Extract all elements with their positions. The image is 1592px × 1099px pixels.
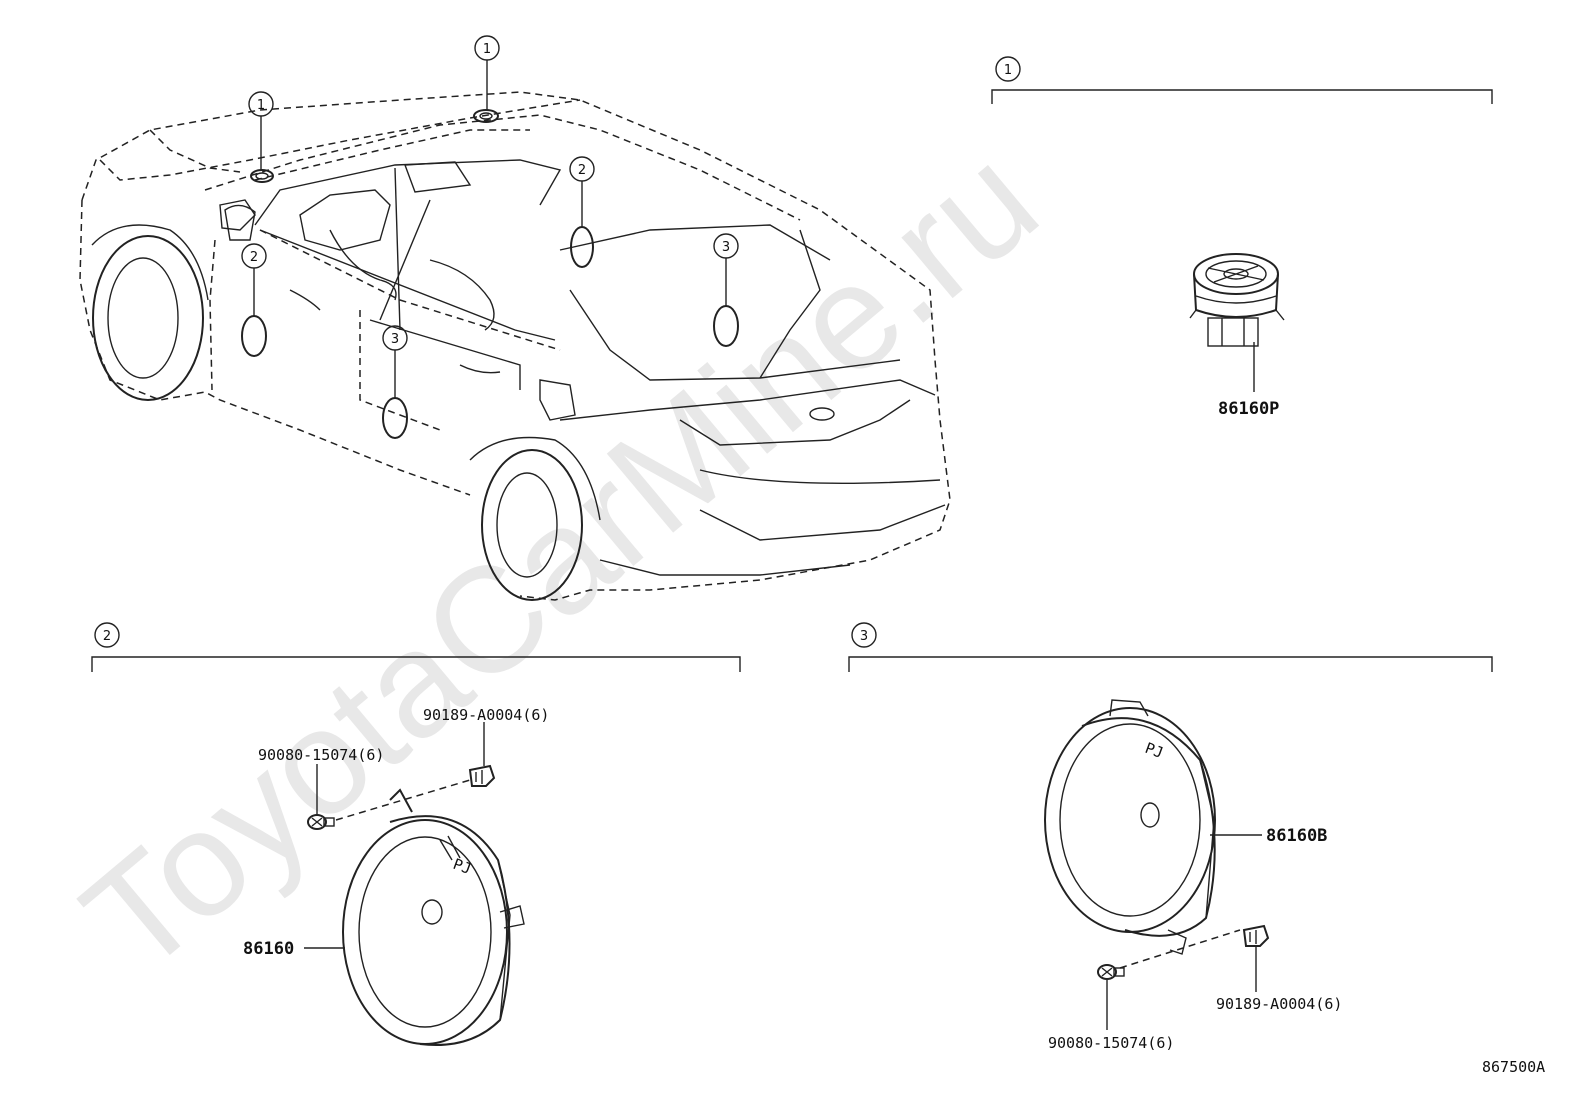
group-callout-number: 3	[860, 629, 868, 644]
tweeter-marker-right[interactable]	[473, 109, 499, 123]
callout-number: 1	[257, 98, 265, 113]
part-number-label: 86160P	[1218, 399, 1279, 419]
group-callout-bubble	[995, 56, 1021, 82]
callout-number: 2	[250, 250, 258, 265]
watermark: ToyotaCarMine.ru	[53, 115, 1068, 1005]
callout-number: 3	[391, 332, 399, 347]
group-rear-door-speaker: 3 PJ 86160B 90080-15074(6)	[848, 622, 1493, 1052]
rear-door-speaker-marker-left[interactable]	[382, 397, 408, 439]
group-bracket	[91, 656, 741, 672]
screw-part-number: 90080-15074(6)	[258, 746, 384, 764]
group-bracket	[991, 89, 1493, 104]
group-tweeter: 1 86160P	[991, 56, 1493, 419]
clip-part-number: 90189-A0004(6)	[423, 706, 549, 724]
group-callout-number: 1	[1004, 63, 1012, 78]
clip-illustration[interactable]	[468, 764, 496, 787]
tweeter-part-illustration[interactable]	[1189, 253, 1285, 347]
callout-number: 3	[722, 240, 730, 255]
vehicle-callouts: 1 1 2 2 3 3	[241, 35, 739, 398]
diagram-code: 867500A	[1482, 1058, 1545, 1076]
group-front-door-speaker: 2 90080-15074(6) 90189-A0004(6) PJ	[91, 622, 741, 1046]
screw-illustration[interactable]	[307, 814, 335, 830]
screw-part-number: 90080-15074(6)	[1048, 1034, 1174, 1052]
tweeter-marker-left[interactable]	[250, 169, 274, 183]
callout-number: 1	[483, 42, 491, 57]
front-door-speaker-illustration[interactable]: PJ	[342, 788, 525, 1046]
group-bracket	[848, 656, 1493, 672]
vehicle-illustration	[79, 91, 951, 601]
rear-door-speaker-illustration[interactable]: PJ	[1044, 699, 1216, 955]
group-callout-bubble	[851, 622, 877, 648]
part-number-label: 86160	[243, 939, 294, 959]
svg-text:PJ: PJ	[1143, 739, 1166, 762]
front-door-speaker-marker-left[interactable]	[241, 315, 267, 357]
clip-illustration[interactable]	[1242, 924, 1270, 947]
group-callout-bubble	[94, 622, 120, 648]
svg-text:PJ: PJ	[451, 855, 474, 878]
callout-number: 2	[578, 163, 586, 178]
part-number-label: 86160B	[1266, 826, 1327, 846]
clip-part-number: 90189-A0004(6)	[1216, 995, 1342, 1013]
group-callout-number: 2	[103, 629, 111, 644]
screw-illustration[interactable]	[1097, 964, 1125, 980]
